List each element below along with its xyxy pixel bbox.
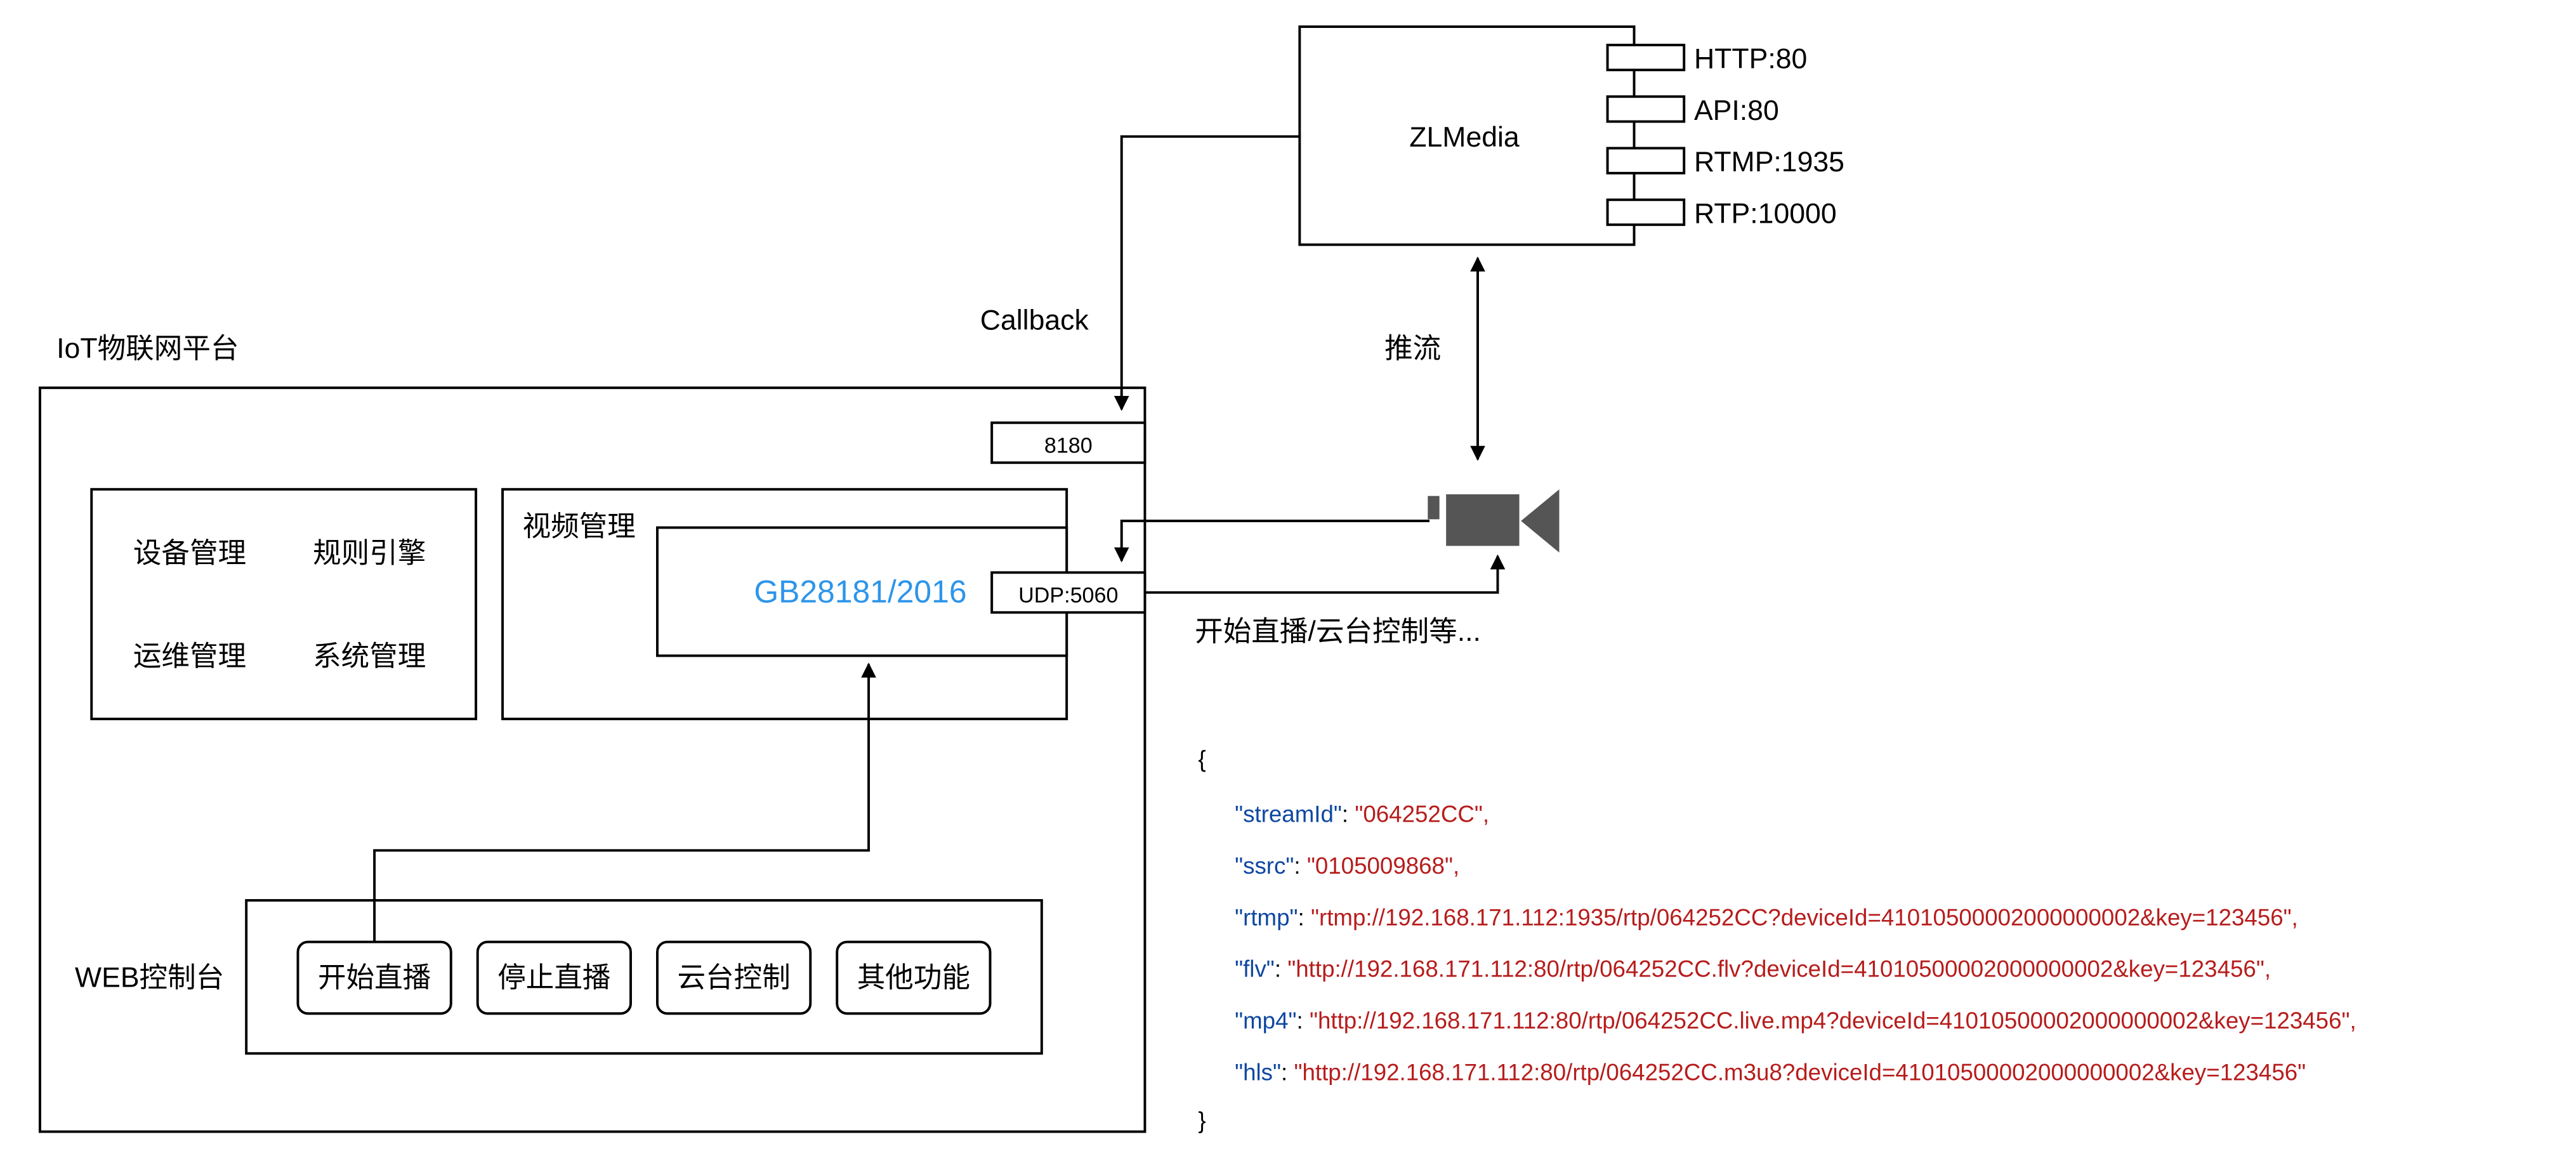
video-management: 视频管理 GB28181/2016 UDP:5060 [501, 488, 1147, 721]
json-key: "flv" [1235, 956, 1275, 982]
camera-lens-tip [1428, 496, 1440, 520]
zlmedia-title: ZLMedia [1409, 122, 1520, 153]
camera-body [1446, 494, 1520, 546]
start-live-ptz-label: 开始直播/云台控制等... [1195, 616, 1481, 647]
callback-connector [1114, 135, 1300, 411]
json-value: "http://192.168.171.112:80/rtp/064252CC.… [1287, 956, 2271, 982]
push-stream-label: 推流 [1384, 333, 1441, 364]
json-value: "http://192.168.171.112:80/rtp/064252CC.… [1310, 1008, 2356, 1034]
json-colon: : [1297, 1008, 1310, 1034]
core-modules-box [90, 488, 478, 721]
json-value: "rtmp://192.168.171.112:1935/rtp/064252C… [1311, 904, 2298, 930]
web-console-title: WEB控制台 [75, 962, 224, 993]
json-value: "http://192.168.171.112:80/rtp/064252CC.… [1294, 1059, 2306, 1085]
start-live-to-gb-connector [373, 662, 876, 942]
json-value: "064252CC", [1355, 801, 1489, 827]
json-key: "streamId" [1235, 801, 1342, 827]
json-open-brace: { [1198, 746, 1206, 772]
port-api-label: API:80 [1694, 95, 1779, 126]
video-management-title: 视频管理 [523, 511, 636, 542]
ptz-control-button-label: 云台控制 [677, 962, 790, 993]
port-8180-label: 8180 [1044, 433, 1093, 457]
port-rtp-label: RTP:10000 [1694, 199, 1837, 230]
port-api-box [1606, 95, 1686, 123]
json-value: "0105009868", [1307, 853, 1459, 879]
port-8180-box [990, 421, 1147, 464]
json-colon: : [1294, 853, 1306, 879]
port-rtmp-label: RTMP:1935 [1694, 147, 1844, 178]
iot-platform-title: IoT物联网平台 [56, 333, 239, 364]
camera-hood [1521, 489, 1560, 553]
ptz-control-button[interactable] [656, 940, 812, 1015]
gb28181-label: GB28181/2016 [754, 574, 966, 610]
callback-label: Callback [980, 305, 1089, 336]
json-colon: : [1281, 1059, 1294, 1085]
camera-to-sip-connector [1114, 520, 1429, 563]
module-ops-management: 运维管理 [133, 641, 246, 672]
json-colon: : [1275, 956, 1287, 982]
port-udp-box [990, 571, 1147, 614]
other-functions-button[interactable] [836, 940, 992, 1015]
json-entry-rtmp: "rtmp": "rtmp://192.168.171.112:1935/rtp… [1235, 904, 2298, 930]
json-entry-hls: "hls": "http://192.168.171.112:80/rtp/06… [1235, 1059, 2306, 1085]
json-close-brace: } [1198, 1107, 1206, 1133]
start-live-button-label: 开始直播 [318, 962, 431, 993]
web-console-box [245, 899, 1043, 1055]
web-console: WEB控制台 开始直播 停止直播 云台控制 其他功能 [75, 899, 1043, 1055]
json-key: "rtmp" [1235, 904, 1298, 930]
start-live-button[interactable] [296, 940, 452, 1015]
stop-live-button-label: 停止直播 [497, 962, 610, 993]
core-modules: 设备管理 规则引擎 运维管理 系统管理 [90, 488, 478, 721]
port-rtmp-box [1606, 147, 1686, 174]
json-colon: : [1298, 904, 1311, 930]
port-http-box [1606, 43, 1686, 72]
sip-to-camera-connector [1145, 554, 1506, 594]
stop-live-button[interactable] [476, 940, 632, 1015]
module-device-management: 设备管理 [133, 538, 246, 569]
json-key: "mp4" [1235, 1008, 1296, 1034]
json-colon: : [1342, 801, 1355, 827]
camera-icon [1428, 489, 1560, 553]
module-system-management: 系统管理 [313, 641, 426, 672]
zlmedia-server: ZLMedia HTTP:80 API:80 RTMP:1935 RTP:100… [1298, 25, 1844, 246]
json-key: "ssrc" [1235, 853, 1294, 879]
iot-platform-box [38, 386, 1147, 1133]
json-entry-flv: "flv": "http://192.168.171.112:80/rtp/06… [1235, 956, 2271, 982]
other-functions-button-label: 其他功能 [857, 962, 970, 993]
port-rtp-box [1606, 198, 1686, 227]
port-http-label: HTTP:80 [1694, 44, 1807, 75]
json-key: "hls" [1235, 1059, 1281, 1085]
port-udp-label: UDP:5060 [1018, 584, 1118, 608]
json-sample: { "streamId": "064252CC", "ssrc": "01050… [1198, 746, 2356, 1133]
json-entry-ssrc: "ssrc": "0105009868", [1235, 853, 1459, 879]
json-entry-streamid: "streamId": "064252CC", [1235, 801, 1489, 827]
module-rule-engine: 规则引擎 [313, 538, 426, 569]
zlmedia-box [1298, 25, 1636, 246]
json-entry-mp4: "mp4": "http://192.168.171.112:80/rtp/06… [1235, 1008, 2356, 1034]
